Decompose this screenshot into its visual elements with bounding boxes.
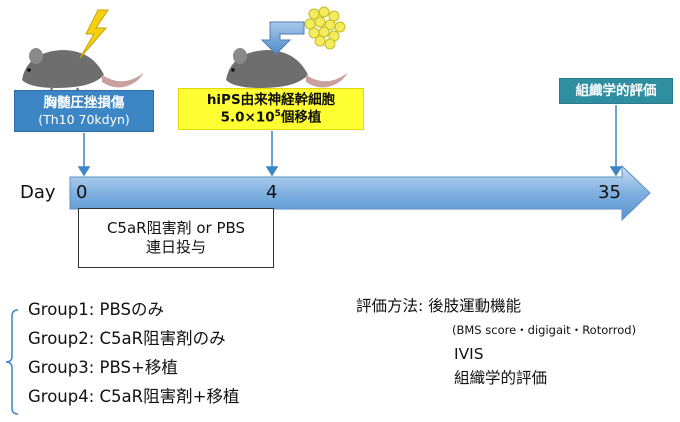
group-bracket (5, 309, 19, 415)
cell-cluster-icon (304, 6, 346, 50)
histology-box: 組織学的評価 (559, 78, 673, 104)
treatment-agent: C5aR阻害剤 or PBS (106, 219, 246, 238)
injection-arrow-icon (260, 21, 305, 55)
group-list: Group1: PBSのみ Group2: C5aR阻害剤のみ Group3: … (28, 300, 239, 416)
transplant-box: hiPS由来神経幹細胞 5.0×105個移植 (178, 88, 364, 130)
group-item: Group2: C5aR阻害剤のみ (28, 329, 226, 348)
spinal-injury-title: 胸髄圧挫損傷 (43, 94, 125, 111)
evaluation-item: IVIS (454, 345, 484, 363)
spinal-injury-level: (Th10 70kdyn) (38, 111, 130, 127)
histology-label: 組織学的評価 (575, 82, 657, 99)
tick-day-0: 0 (76, 182, 88, 203)
group-item: Group3: PBS+移植 (28, 358, 178, 377)
marker-arrows (77, 105, 623, 177)
transplant-title: hiPS由来神経幹細胞 (206, 91, 336, 108)
spinal-injury-box: 胸髄圧挫損傷 (Th10 70kdyn) (14, 90, 154, 132)
evaluation-section: 評価方法: 後肢運動機能 (BMS score・digigait・Rotorro… (356, 296, 636, 392)
mouse-icon (226, 48, 348, 95)
group-item: Group1: PBSのみ (28, 300, 164, 319)
tick-day-35: 35 (598, 182, 621, 203)
transplant-dose: 5.0×105個移植 (221, 109, 322, 126)
evaluation-heading: 評価方法: 後肢運動機能 (356, 297, 522, 315)
transplant-dose-base: 5.0×10 (220, 109, 275, 126)
transplant-dose-unit: 個移植 (280, 109, 322, 126)
group-item: Group4: C5aR阻害剤+移植 (28, 387, 240, 406)
day-label: Day (20, 182, 56, 203)
evaluation-detail: (BMS score・digigait・Rotorrod) (452, 323, 637, 337)
treatment-schedule: 連日投与 (145, 238, 206, 256)
tick-day-4: 4 (266, 182, 278, 203)
lightning-icon (79, 9, 109, 59)
transplant-dose-exponent: 5 (274, 108, 281, 119)
mouse-icon (22, 48, 144, 95)
evaluation-item: 組織学的評価 (454, 369, 548, 387)
treatment-box: C5aR阻害剤 or PBS 連日投与 (78, 208, 274, 268)
